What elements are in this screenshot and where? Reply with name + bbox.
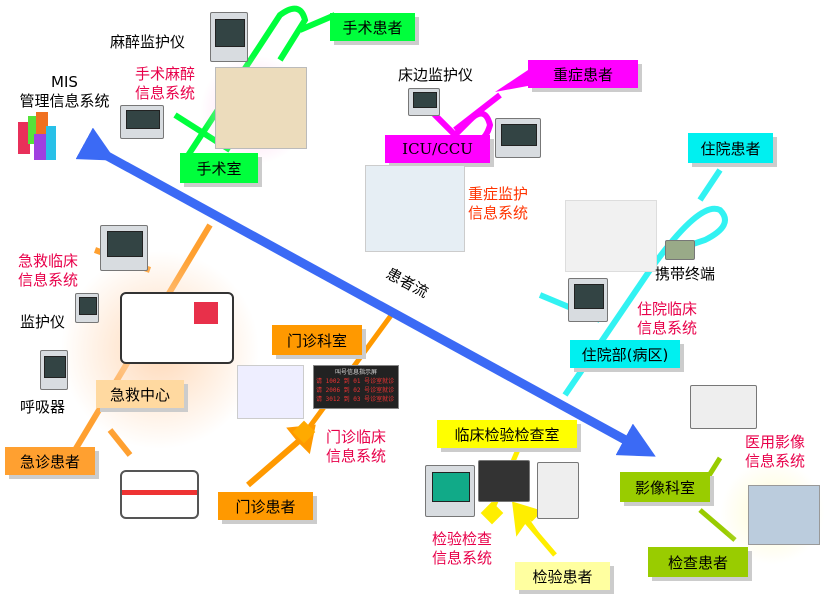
ward-computer-icon	[568, 278, 608, 322]
outpatient-dept-box: 门诊科室	[272, 325, 362, 355]
lab-patient-box: 检验患者	[515, 562, 610, 590]
operating-room-image	[215, 67, 307, 149]
surgery-patient-box: 手术患者	[330, 13, 415, 41]
laptop-icon	[120, 105, 164, 139]
imaging-room-image	[748, 485, 820, 545]
patient-flow-arrow	[75, 127, 656, 457]
outpatient-patient-box: 门诊患者	[218, 492, 313, 520]
anesthesia-monitor-label: 麻醉监护仪	[110, 33, 186, 51]
operating-room-box: 手术室	[180, 153, 258, 183]
inpatient-system-label: 住院临床信息系统	[637, 300, 698, 337]
anesthesia-monitor-icon	[210, 12, 248, 62]
icu-laptop-icon	[495, 118, 541, 158]
buildings-icon	[18, 112, 60, 162]
icu-unit-box: ICU/CCU	[385, 135, 490, 163]
ct-scanner-icon	[690, 385, 757, 429]
lab-analyzer-icon	[478, 460, 530, 502]
emergency-laptop-icon	[100, 225, 148, 271]
emergency-system-label: 急救临床信息系统	[18, 252, 79, 289]
emergency-center-box: 急救中心	[96, 380, 184, 408]
handheld-terminal-icon	[665, 240, 695, 260]
surgery-system-label: 手术麻醉信息系统	[135, 65, 196, 102]
lab-instrument-icon	[537, 462, 579, 519]
inpatient-patient-box: 住院患者	[688, 133, 773, 163]
doctor-image	[237, 365, 304, 419]
ambulance-interior-icon	[120, 292, 234, 364]
ambulance-icon	[120, 470, 199, 519]
icu-room-image	[365, 165, 465, 252]
bedside-monitor-icon	[408, 88, 440, 116]
lab-patient-arrow	[512, 501, 557, 557]
handheld-terminal-label: 携带终端	[655, 265, 716, 283]
icu-patient-box: 重症患者	[528, 60, 638, 88]
imaging-system-label: 医用影像信息系统	[745, 433, 806, 470]
ventilator-label: 呼吸器	[20, 398, 66, 416]
ward-box: 住院部(病区)	[570, 340, 680, 368]
lab-room-box: 临床检验检查室	[437, 420, 577, 448]
ventilator-icon	[40, 350, 68, 390]
bedside-monitor-label: 床边监护仪	[398, 66, 474, 84]
imaging-patient-box: 检查患者	[648, 547, 748, 577]
imaging-dept-box: 影像科室	[620, 472, 710, 502]
lab-node	[480, 501, 504, 525]
outpatient-system-label: 门诊临床信息系统	[326, 428, 387, 465]
lab-computer-icon	[425, 465, 475, 517]
ward-image	[565, 200, 657, 272]
monitor-label: 监护仪	[20, 313, 66, 331]
emergency-patient-box: 急诊患者	[5, 447, 95, 475]
queue-display-board: 叫号信息指示屏 请 1002 到 01 号诊室就诊 请 2006 到 02 号诊…	[313, 365, 399, 409]
icu-system-label: 重症监护信息系统	[468, 185, 529, 222]
monitor-icon	[75, 293, 99, 323]
lab-system-label: 检验检查信息系统	[432, 530, 493, 567]
